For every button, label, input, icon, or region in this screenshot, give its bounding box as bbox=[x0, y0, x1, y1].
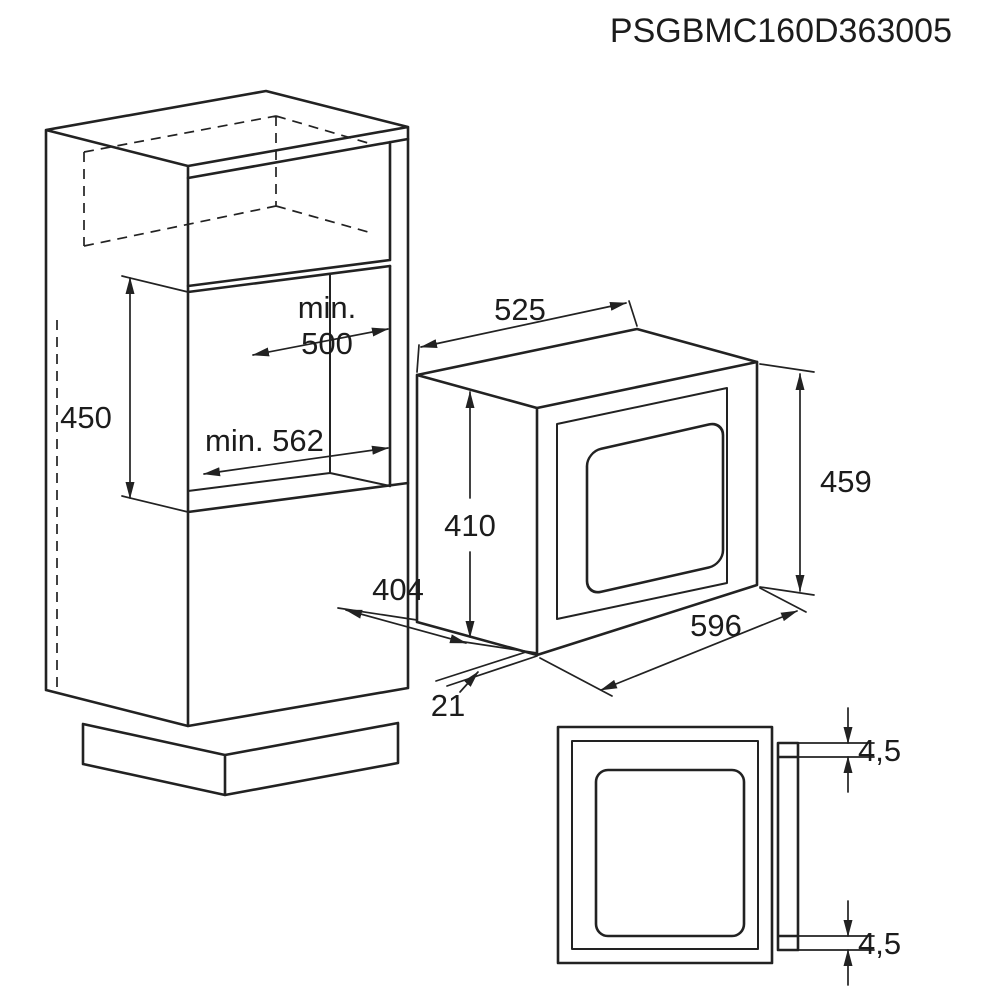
frame-protrusion-reference-lines bbox=[435, 651, 538, 687]
cabinet-outline bbox=[44, 89, 410, 728]
frame-protrusion-label: 21 bbox=[431, 688, 465, 723]
overlap-extension-lines bbox=[797, 742, 875, 951]
niche-width-min-label: min. 562 bbox=[205, 423, 324, 458]
frame-protrusion-leader-arrow bbox=[459, 671, 479, 693]
niche-height-label: 450 bbox=[60, 400, 112, 435]
body-depth-label: 404 bbox=[372, 572, 424, 607]
frame-width-extension-lines bbox=[539, 587, 807, 697]
microwave-door-edge bbox=[556, 387, 728, 620]
niche-depth-min-value: 500 bbox=[301, 326, 353, 361]
body-width-dimension-arrow bbox=[420, 301, 627, 349]
overlap-top-label: 4,5 bbox=[858, 733, 901, 768]
frame-width-label: 596 bbox=[690, 608, 742, 643]
body-height-label: 410 bbox=[444, 508, 496, 543]
frame-width-dimension-arrow bbox=[600, 610, 798, 691]
cabinet-niche-interior bbox=[187, 273, 391, 492]
detail-door-window bbox=[594, 768, 746, 938]
niche-depth-dimension-arrow bbox=[252, 327, 389, 357]
body-width-label: 525 bbox=[494, 292, 546, 327]
body-width-extension-lines bbox=[416, 300, 638, 373]
niche-height-extension-lines bbox=[121, 275, 189, 513]
cabinet-niche-opening bbox=[186, 264, 410, 514]
body-depth-dimension-arrow bbox=[345, 609, 467, 644]
detail-frame-outline bbox=[571, 740, 759, 950]
model-code: PSGBMC160D363005 bbox=[610, 12, 952, 50]
frame-height-label: 459 bbox=[820, 464, 872, 499]
microwave-body bbox=[415, 327, 759, 657]
microwave-frame bbox=[535, 360, 759, 657]
niche-depth-min-word: min. bbox=[298, 290, 357, 325]
microwave-door-window bbox=[585, 422, 725, 594]
cabinet-upper-compartment bbox=[186, 137, 410, 294]
niche-width-dimension-arrow bbox=[203, 445, 389, 477]
overlap-bottom-label: 4,5 bbox=[858, 926, 901, 961]
detail-cabinet-front bbox=[556, 725, 774, 965]
frame-height-extension-lines bbox=[759, 363, 815, 596]
detail-frame-section-strip bbox=[776, 741, 800, 952]
cabinet-plinth bbox=[81, 721, 400, 797]
